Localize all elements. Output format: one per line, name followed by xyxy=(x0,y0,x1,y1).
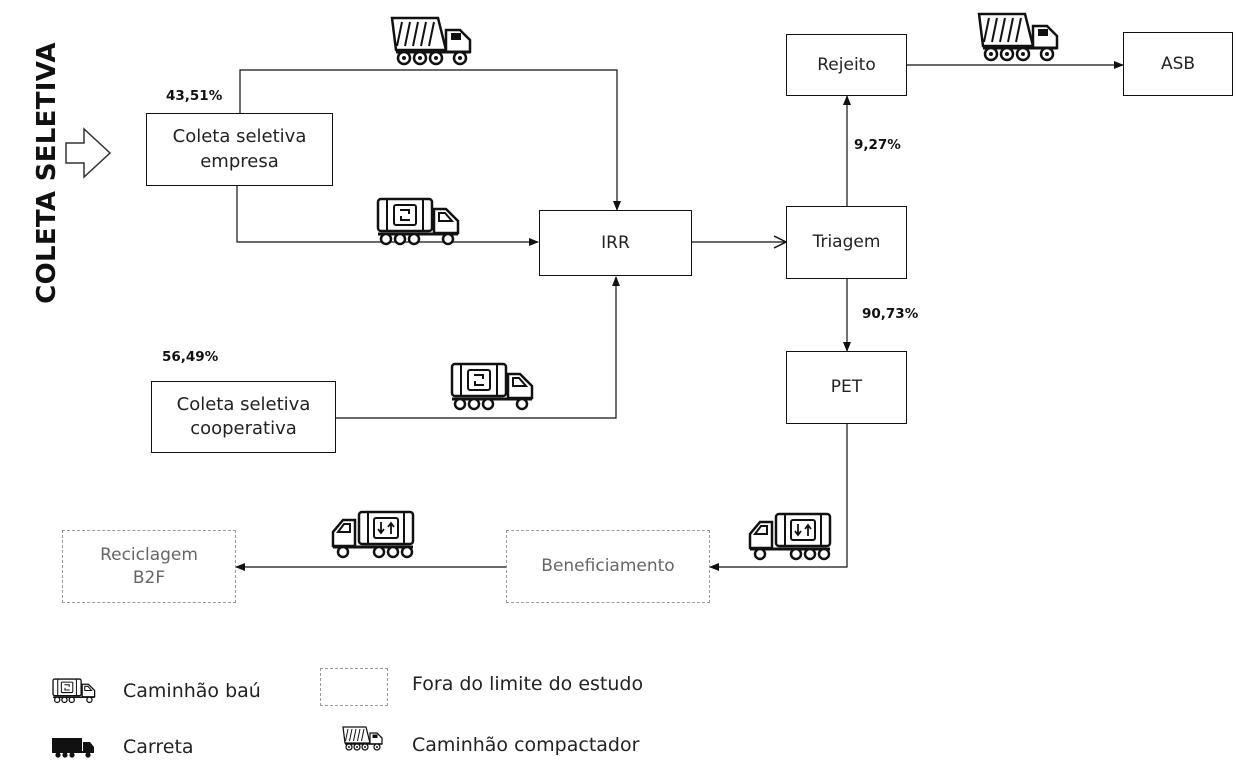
legend-box-truck-icon xyxy=(52,678,96,704)
side-title: COLETA SELETIVA xyxy=(27,8,67,338)
box-truck-icon xyxy=(450,362,534,411)
entry-arrow-icon xyxy=(65,127,112,179)
node-reciclagem-label: Reciclagem B2F xyxy=(100,544,198,588)
pct-pet: 90,73% xyxy=(862,306,919,322)
box-truck-icon xyxy=(376,197,460,246)
connector-empresa-top-to-irr xyxy=(239,69,621,211)
node-irr-label: IRR xyxy=(601,232,630,253)
node-triagem: Triagem xyxy=(786,206,907,279)
container-truck-icon xyxy=(331,510,415,559)
node-coleta-cooperativa: Coleta seletiva cooperativa xyxy=(151,381,336,453)
node-asb: ASB xyxy=(1123,32,1233,96)
connector-cooperativa-to-irr xyxy=(336,276,620,419)
side-title-text: COLETA SELETIVA xyxy=(32,42,63,304)
node-irr: IRR xyxy=(539,210,692,276)
node-coleta-empresa: Coleta seletiva empresa xyxy=(146,113,333,186)
connector-pet-to-beneficiamento xyxy=(709,424,848,571)
compactor-truck-icon xyxy=(390,16,472,66)
pct-empresa: 43,51% xyxy=(166,88,223,104)
node-beneficiamento-label: Beneficiamento xyxy=(541,556,675,577)
legend-carreta-icon xyxy=(52,738,94,758)
legend-carreta-label: Carreta xyxy=(123,736,194,758)
node-rejeito: Rejeito xyxy=(786,34,907,96)
legend-fora-limite-label: Fora do limite do estudo xyxy=(412,673,644,695)
container-truck-icon xyxy=(748,512,832,561)
pct-cooperativa: 56,49% xyxy=(162,349,219,365)
node-coleta-empresa-label: Coleta seletiva empresa xyxy=(172,126,307,172)
node-coleta-cooperativa-label: Coleta seletiva cooperativa xyxy=(176,393,311,439)
node-pet: PET xyxy=(786,351,907,424)
connector-empresa-bottom-to-irr xyxy=(236,186,539,246)
node-asb-label: ASB xyxy=(1160,53,1196,74)
legend-dashed-box xyxy=(320,668,388,706)
legend-compactador-label: Caminhão compactador xyxy=(412,734,640,756)
pct-rejeito: 9,27% xyxy=(854,137,901,153)
legend-compactor-icon xyxy=(342,726,383,751)
node-rejeito-label: Rejeito xyxy=(817,54,876,75)
node-triagem-label: Triagem xyxy=(812,232,881,253)
compactor-truck-icon xyxy=(977,12,1059,62)
node-beneficiamento: Beneficiamento xyxy=(506,530,710,603)
node-pet-label: PET xyxy=(830,377,863,398)
legend-caminhao-bau-label: Caminhão baú xyxy=(123,680,261,702)
node-reciclagem: Reciclagem B2F xyxy=(62,530,236,603)
